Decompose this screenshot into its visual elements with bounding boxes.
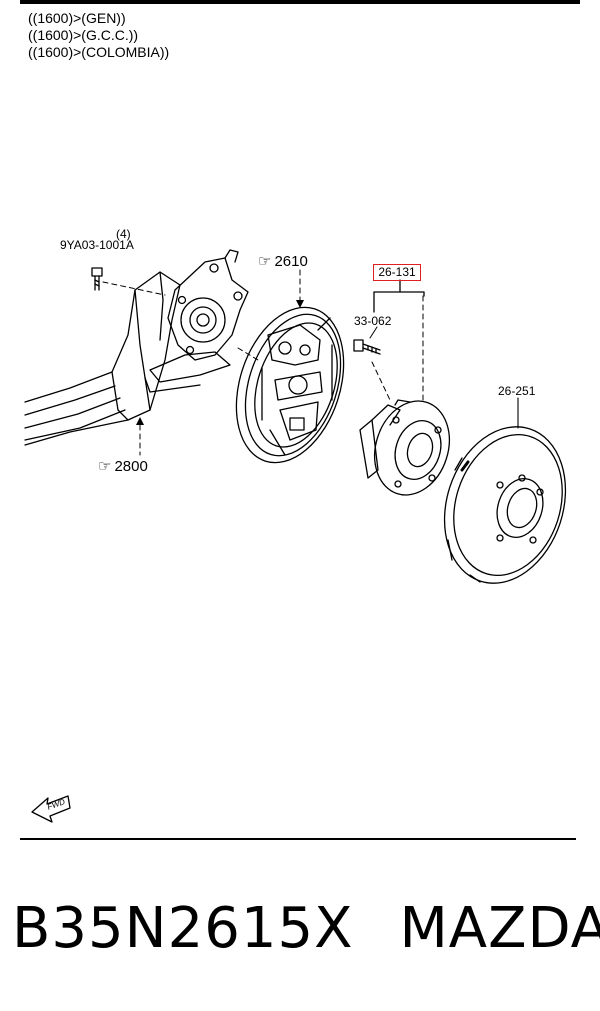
brake-backing-plate	[235, 306, 345, 464]
bolt-part-label: 9YA03-1001A	[60, 238, 134, 252]
hub-bolt-label: 33-062	[354, 314, 392, 328]
brake-drum	[443, 426, 567, 584]
footer-part-brand: B35N2615X MAZDA	[12, 896, 600, 961]
knuckle-bracket	[167, 249, 249, 361]
hub-bearing-assembly	[359, 399, 450, 496]
condition-line-1: ((1600)>(GEN))	[28, 10, 126, 26]
pointing-hand-icon: ☞	[98, 458, 112, 475]
ref-axle-label: 2800	[114, 458, 148, 475]
condition-line-2: ((1600)>(G.C.C.))	[28, 27, 139, 43]
ref-axle[interactable]: ☞ 2800	[98, 458, 148, 475]
brand-name: MAZDA	[399, 896, 600, 961]
ref-backplate[interactable]: ☞ 2610	[258, 253, 308, 270]
hub-group-highlight[interactable]: 26-131	[373, 264, 421, 281]
axle-beam	[24, 271, 231, 446]
hub-bolt	[353, 339, 381, 355]
pointing-hand-icon: ☞	[258, 253, 272, 270]
top-rule	[20, 0, 580, 4]
knuckle-bolt	[91, 267, 103, 291]
drum-label: 26-251	[498, 384, 536, 398]
condition-line-3: ((1600)>(COLOMBIA))	[28, 44, 170, 60]
ref-backplate-label: 2610	[274, 253, 308, 270]
bolt-quantity-label: (4)	[116, 227, 131, 241]
fwd-arrow-icon	[31, 795, 71, 823]
part-number: B35N2615X	[12, 896, 354, 961]
bottom-rule	[20, 838, 576, 840]
